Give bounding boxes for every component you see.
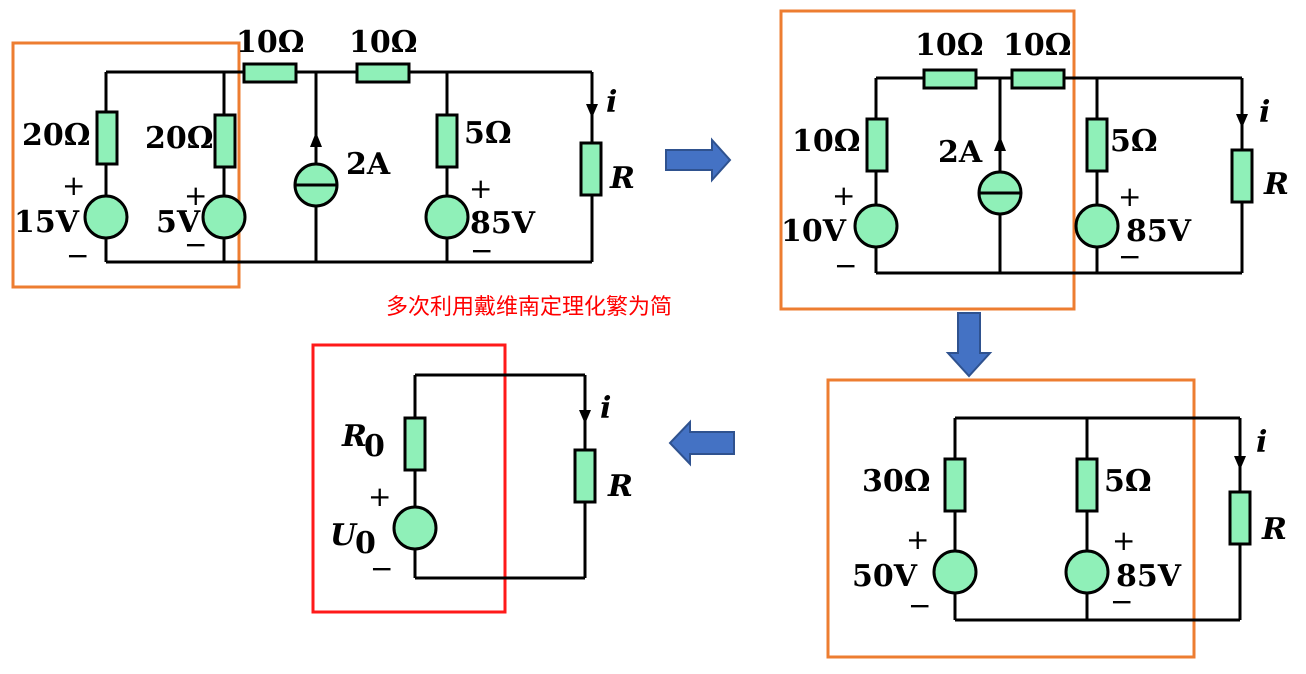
- minus-U0: −: [370, 552, 393, 585]
- minus-85v-2: −: [1118, 240, 1141, 273]
- minus-85v-3: −: [1110, 585, 1133, 618]
- current-arrow-icon-4: [579, 410, 591, 424]
- voltage-source-10v: [853, 203, 899, 249]
- resistor-R-2: [1230, 148, 1254, 204]
- label-i-4: i: [600, 391, 611, 426]
- circuit-4: R0 + U0 − i R: [311, 343, 633, 614]
- plus-10v: +: [832, 179, 855, 212]
- plus-15v: +: [62, 169, 85, 202]
- label-i-2: i: [1259, 95, 1270, 130]
- voltage-source-85v: [424, 194, 470, 240]
- plus-85v-3: +: [1112, 524, 1135, 557]
- resistor-10ohm-left: [865, 117, 889, 173]
- minus-5v: −: [184, 228, 207, 261]
- label-85v-3: 85V: [1116, 559, 1182, 594]
- label-R0-sub: 0: [364, 429, 385, 464]
- voltage-source-50v: [932, 549, 978, 595]
- resistor-R: [579, 141, 603, 197]
- current-arrow-icon-3: [1234, 456, 1246, 470]
- label-10ohm-a: 10Ω: [236, 25, 304, 60]
- plus-50v: +: [906, 523, 929, 556]
- label-U0-main: U: [330, 518, 358, 553]
- resistor-R0: [403, 416, 427, 472]
- label-85v-2: 85V: [1126, 214, 1192, 249]
- label-R: R: [609, 161, 635, 196]
- label-50v: 50V: [852, 559, 918, 594]
- resistor-20ohm-a: [95, 110, 119, 166]
- label-R-4: R: [607, 469, 633, 504]
- current-arrow-icon-2: [1236, 114, 1248, 128]
- resistor-5ohm-2: [1085, 117, 1109, 173]
- wires-3: [953, 416, 1242, 622]
- resistor-10ohm-a2: [922, 68, 978, 90]
- label-i-3: i: [1256, 425, 1267, 460]
- thevenin-box-3: [826, 378, 1196, 659]
- voltage-source-85v-3: [1064, 549, 1110, 595]
- label-20ohm-b: 20Ω: [145, 121, 213, 156]
- label-2a-2: 2A: [938, 135, 983, 170]
- label-85v: 85V: [470, 206, 536, 241]
- voltage-source-15v: [83, 194, 129, 240]
- resistor-10ohm-b: [355, 62, 411, 84]
- current-source-arrow-icon-2: [994, 136, 1006, 151]
- current-arrow-icon: [586, 104, 598, 118]
- resistor-30ohm: [943, 457, 967, 513]
- voltage-source-85v-2: [1074, 203, 1120, 249]
- label-5ohm-2: 5Ω: [1110, 124, 1158, 159]
- label-10ohm-b: 10Ω: [349, 25, 417, 60]
- label-10ohm-b2: 10Ω: [1003, 28, 1071, 63]
- plus-85v-2: +: [1118, 180, 1141, 213]
- label-R-3: R: [1261, 512, 1287, 547]
- current-source-arrow-icon: [310, 132, 322, 147]
- label-2a: 2A: [346, 147, 391, 182]
- wires-4: [413, 373, 587, 580]
- arrow-left-icon: [668, 419, 735, 467]
- label-10ohm-a2: 10Ω: [915, 28, 983, 63]
- plus-U0: +: [368, 480, 391, 513]
- minus-10v: −: [834, 249, 857, 282]
- label-U0: U0: [330, 518, 376, 561]
- note-text: 多次利用戴维南定理化繁为简: [386, 295, 672, 320]
- label-U0-sub: 0: [355, 526, 376, 561]
- resistor-5ohm-3: [1075, 457, 1099, 513]
- label-15v: 15V: [14, 205, 80, 240]
- label-i: i: [606, 85, 617, 120]
- circuit-3: 30Ω + 50V − 5Ω + 85V − i R: [826, 378, 1287, 659]
- voltage-source-5v: [201, 194, 247, 240]
- label-5v: 5V: [156, 205, 201, 240]
- resistor-R-4: [573, 448, 597, 504]
- arrow-down-icon: [945, 312, 993, 378]
- thevenin-box-red: [311, 343, 507, 614]
- label-20ohm-a: 20Ω: [22, 118, 90, 153]
- label-R0: R0: [341, 419, 385, 464]
- voltage-source-U0: [392, 505, 438, 551]
- label-R0-main: R: [341, 419, 367, 454]
- label-R-2: R: [1263, 167, 1289, 202]
- minus-50v: −: [908, 589, 931, 622]
- plus-85v: +: [469, 172, 492, 205]
- label-10v: 10V: [781, 214, 847, 249]
- label-5ohm-3: 5Ω: [1104, 464, 1152, 499]
- label-10ohm-left: 10Ω: [792, 124, 860, 159]
- label-30ohm: 30Ω: [862, 464, 930, 499]
- resistor-R-3: [1228, 490, 1252, 546]
- resistor-10ohm-b2: [1010, 68, 1066, 90]
- circuit-2: 10Ω 10Ω 10Ω + 10V − 2A 5Ω + 85V − i R: [779, 9, 1289, 311]
- arrow-right-icon: [665, 137, 732, 183]
- minus-15v: −: [66, 239, 89, 272]
- resistor-5ohm: [435, 113, 459, 169]
- resistor-20ohm-b: [213, 113, 237, 169]
- circuit-1: 10Ω 10Ω 20Ω 20Ω + 15V − + 5V − 2A 5Ω + 8…: [11, 25, 635, 289]
- minus-85v: −: [470, 234, 493, 267]
- label-5ohm: 5Ω: [464, 116, 512, 151]
- plus-5v: +: [184, 179, 207, 212]
- thevenin-box-2: [779, 9, 1076, 311]
- resistor-10ohm-a: [242, 62, 298, 84]
- thevenin-box-1: [11, 41, 241, 289]
